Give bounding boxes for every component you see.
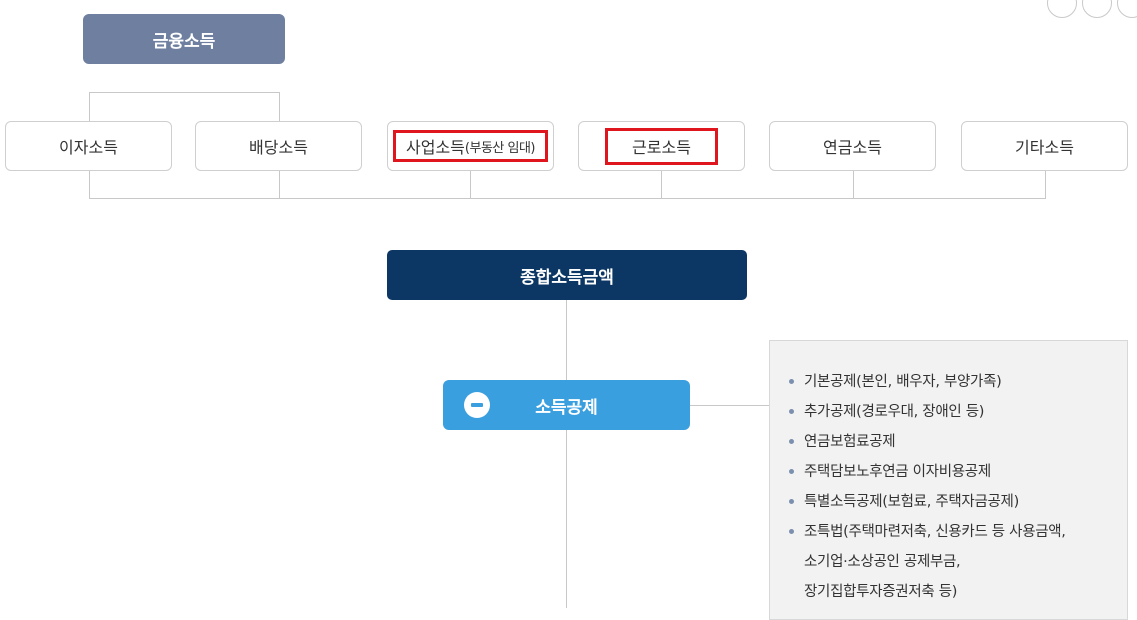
income-label-interest: 이자소득 [59, 138, 118, 157]
minus-icon[interactable] [464, 392, 490, 418]
connector-drop-3 [470, 171, 471, 199]
income-label-other: 기타소득 [1015, 138, 1074, 157]
connector-drop-2 [279, 171, 280, 199]
corner-button-2[interactable] [1082, 0, 1112, 18]
financial-income-label: 금융소득 [152, 31, 216, 52]
income-label-pension: 연금소득 [823, 138, 882, 157]
list-item: 기본공제(본인, 배우자, 부양가족) [788, 367, 1127, 397]
connector-drop-5 [853, 171, 854, 199]
financial-income-box: 금융소득 [83, 14, 285, 64]
income-box-earned: 근로소득 [578, 121, 745, 171]
connector-top-left [89, 92, 90, 121]
highlight-frame-business: 사업소득(부동산 임대) [393, 130, 548, 162]
income-box-interest: 이자소득 [5, 121, 172, 171]
income-label-business: 사업소득 [406, 138, 465, 157]
deduction-detail-panel: 기본공제(본인, 배우자, 부양가족) 추가공제(경로우대, 장애인 등) 연금… [769, 340, 1128, 620]
deduction-detail-list: 기본공제(본인, 배우자, 부양가족) 추가공제(경로우대, 장애인 등) 연금… [788, 367, 1127, 607]
income-box-pension: 연금소득 [769, 121, 936, 171]
list-item-line: 소기업·소상공인 공제부금, [804, 554, 961, 570]
list-item-line: 장기집합투자증권저축 등) [804, 584, 958, 600]
list-item: 연금보험료공제 [788, 427, 1127, 457]
connector-top-horizontal [89, 92, 280, 93]
total-income-label: 종합소득금액 [520, 267, 614, 288]
list-item: 주택담보노후연금 이자비용공제 [788, 457, 1127, 487]
list-item-line: 조특법(주택마련저축, 신용카드 등 사용금액, [804, 524, 1066, 540]
highlight-frame-earned: 근로소득 [605, 127, 718, 165]
corner-button-1[interactable] [1047, 0, 1077, 18]
income-deduction-box[interactable]: 소득공제 [443, 380, 690, 430]
income-label-dividend: 배당소득 [249, 138, 308, 157]
connector-drop-1 [89, 171, 90, 199]
connector-top-right [279, 92, 280, 121]
income-deduction-label: 소득공제 [535, 397, 598, 418]
total-income-box: 종합소득금액 [387, 250, 747, 300]
income-label-earned: 근로소득 [632, 138, 691, 157]
connector-drop-4 [661, 171, 662, 199]
income-box-other: 기타소득 [961, 121, 1128, 171]
corner-button-3[interactable] [1117, 0, 1137, 18]
list-item: 추가공제(경로우대, 장애인 등) [788, 397, 1127, 427]
connector-trunk [566, 300, 567, 608]
list-item: 특별소득공제(보험료, 주택자금공제) [788, 487, 1127, 517]
connector-bus [89, 198, 1046, 199]
list-item: 조특법(주택마련저축, 신용카드 등 사용금액, 소기업·소상공인 공제부금, … [788, 517, 1127, 607]
income-box-business: 사업소득(부동산 임대) [387, 121, 554, 171]
income-box-dividend: 배당소득 [195, 121, 362, 171]
connector-detail [690, 405, 770, 406]
income-suffix-business: (부동산 임대) [464, 140, 536, 156]
connector-drop-6 [1045, 171, 1046, 199]
